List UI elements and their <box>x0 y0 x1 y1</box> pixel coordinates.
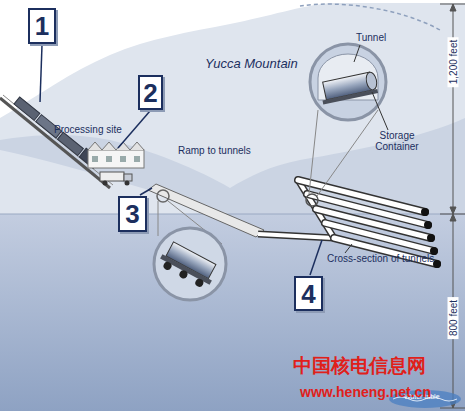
access-ramp <box>148 184 264 237</box>
callout-leader <box>40 45 42 102</box>
part-label: 1,200 feet <box>448 37 459 87</box>
mountain-ridge <box>300 4 440 30</box>
processing-buildings <box>88 142 144 168</box>
part-label: Yucca Mountain <box>205 57 298 71</box>
part-label: Tunnel <box>356 32 386 43</box>
truck <box>100 172 132 186</box>
storage-container-inset <box>310 44 386 120</box>
magnifier-ring <box>157 190 169 202</box>
rail-cart-inset <box>154 228 226 300</box>
callout-box: 2 <box>138 75 163 110</box>
leader-line <box>317 110 378 196</box>
mountain-slope <box>0 118 465 214</box>
magnifier-ring <box>306 194 318 206</box>
callout-leader <box>310 240 322 275</box>
rail-line <box>0 95 113 188</box>
part-label: Storage Container <box>368 130 426 152</box>
part-label: 800 feet <box>448 297 459 339</box>
callout-box: 4 <box>294 276 323 311</box>
leader-line <box>309 110 318 194</box>
callout-number: 2 <box>143 80 157 106</box>
callout-box: 1 <box>28 8 56 44</box>
callout-number: 4 <box>301 281 315 307</box>
callout-box: 3 <box>118 196 147 232</box>
callout-leader <box>118 111 150 148</box>
leader-line <box>354 45 360 62</box>
tunnel-network <box>258 180 441 268</box>
watermark: www.heneng.net.cn <box>300 385 431 400</box>
part-label: Processing site <box>54 124 122 135</box>
leader-line <box>158 201 159 236</box>
mountain-silhouette <box>0 3 465 230</box>
part-label: Ramp to tunnels <box>178 145 251 156</box>
callout-number: 1 <box>35 13 49 39</box>
underground-rock <box>0 214 465 411</box>
part-label: Cross-section of tunnels <box>327 253 434 264</box>
watermark: 中国核电信息网 <box>293 356 426 377</box>
leader-line <box>345 244 352 253</box>
leader-line <box>372 92 388 130</box>
depth-dimension <box>440 4 465 408</box>
callout-number: 3 <box>125 201 139 227</box>
callout-leader <box>140 188 152 195</box>
